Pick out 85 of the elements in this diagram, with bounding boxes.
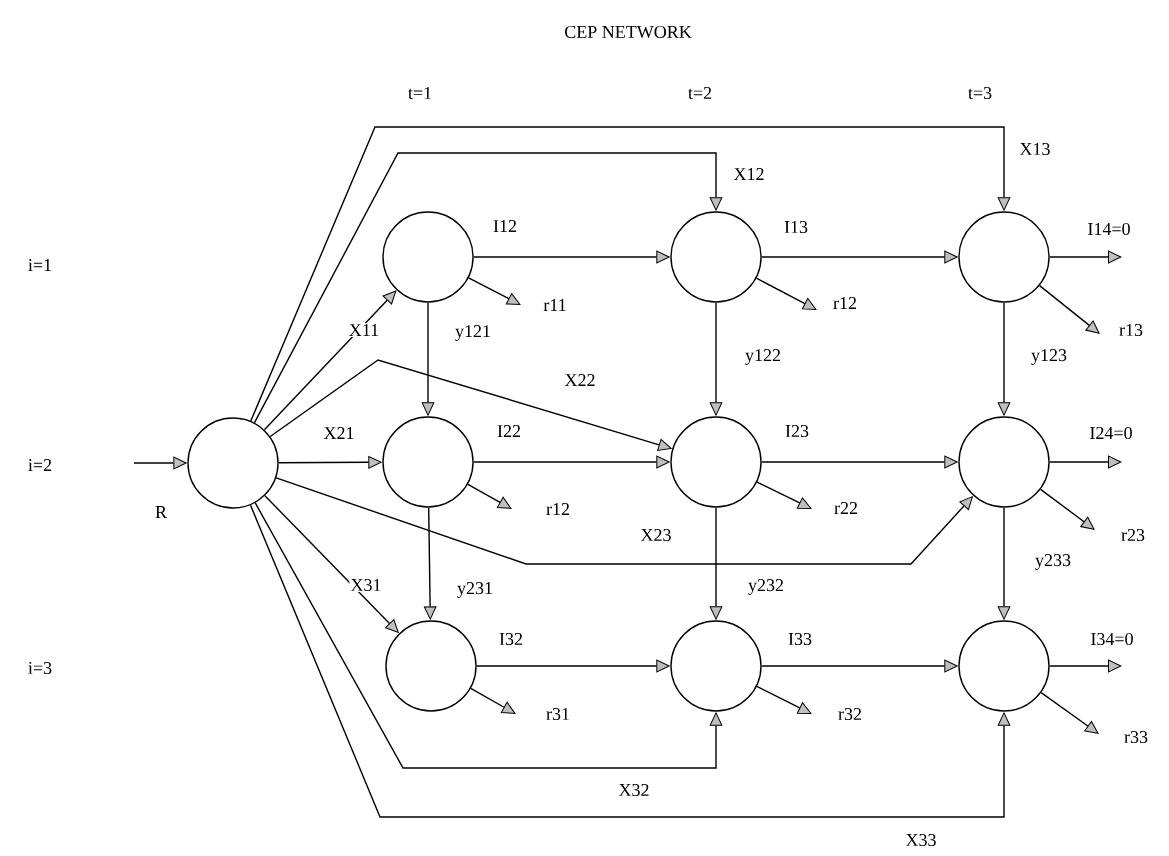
edge-label: X11 xyxy=(347,323,381,337)
edge-label: R xyxy=(154,505,168,519)
edge-label: r12 xyxy=(545,502,571,516)
arrow xyxy=(263,290,397,431)
edge-label: X22 xyxy=(563,373,597,387)
edge-label: X33 xyxy=(904,832,938,848)
edge-label: r22 xyxy=(833,501,859,515)
edge-label: I22 xyxy=(496,424,522,438)
edge-label: X32 xyxy=(617,782,651,798)
arrow xyxy=(467,483,512,509)
circle-node xyxy=(382,211,474,303)
arrow xyxy=(1038,284,1100,334)
circle-node xyxy=(958,620,1050,712)
edge-label: y123 xyxy=(1030,348,1068,366)
circle-node xyxy=(187,417,279,509)
arrow xyxy=(1049,659,1122,673)
edge-label: I14=0 xyxy=(1086,221,1132,237)
edge-label: X23 xyxy=(639,527,673,543)
arrow xyxy=(1049,455,1122,469)
edge-label: r12 xyxy=(832,296,858,310)
arrow xyxy=(761,659,958,673)
axis-label: t=3 xyxy=(968,86,992,100)
arrow xyxy=(1039,488,1095,530)
circle-node xyxy=(385,620,477,712)
edge-label: r32 xyxy=(837,706,863,722)
axis-label: i=2 xyxy=(28,459,52,471)
edge-label: y121 xyxy=(454,324,492,342)
axis-label: i=3 xyxy=(28,661,52,675)
circle-node xyxy=(958,211,1050,303)
edge-label: X21 xyxy=(322,426,356,440)
arrow xyxy=(269,359,672,451)
arrow xyxy=(278,455,382,469)
axis-label: i=1 xyxy=(28,259,51,271)
arrow xyxy=(421,302,435,416)
arrow xyxy=(997,507,1011,620)
circle-node xyxy=(958,416,1050,508)
edge-label: I24=0 xyxy=(1088,425,1134,441)
edge-label: I13 xyxy=(783,219,809,235)
edge-label: y122 xyxy=(744,348,782,366)
arrow xyxy=(470,687,516,714)
circle-node xyxy=(382,416,474,508)
arrow xyxy=(253,152,723,424)
arrow xyxy=(250,126,1011,422)
arrow xyxy=(761,250,958,264)
arrow xyxy=(467,277,521,305)
edge-label: X31 xyxy=(349,577,383,593)
circle-node xyxy=(670,211,762,303)
edge-label: I12 xyxy=(492,219,518,233)
arrow xyxy=(473,455,670,469)
arrow xyxy=(709,302,723,416)
edge-label: r31 xyxy=(545,706,571,722)
arrow xyxy=(275,477,973,565)
edge-label: I34=0 xyxy=(1089,631,1135,647)
edge-label: r13 xyxy=(1118,322,1144,338)
arrow xyxy=(423,507,437,620)
arrow xyxy=(756,685,812,714)
arrow xyxy=(755,277,817,310)
axis-label: t=2 xyxy=(688,86,712,100)
edge-label: y231 xyxy=(456,581,494,599)
arrow xyxy=(473,250,670,264)
edge-label: X13 xyxy=(1018,141,1052,157)
edge-label: r33 xyxy=(1123,729,1149,745)
edge-label: I33 xyxy=(787,631,813,647)
arrow xyxy=(249,504,1011,818)
arrow xyxy=(1040,691,1099,734)
circle-node xyxy=(670,416,762,508)
axis-label: t=1 xyxy=(408,86,431,99)
arrow xyxy=(997,302,1011,416)
edge-label: I32 xyxy=(498,631,524,647)
arrow xyxy=(756,481,812,509)
edge-label: r11 xyxy=(542,298,568,312)
edge-label: y232 xyxy=(747,578,785,596)
arrow xyxy=(709,507,723,620)
edge-label: r23 xyxy=(1120,527,1146,543)
arrow xyxy=(476,659,670,673)
edge-label: I23 xyxy=(784,423,810,439)
arrow xyxy=(254,502,723,769)
arrow xyxy=(761,455,958,469)
arrow xyxy=(1049,250,1122,264)
arrow xyxy=(133,456,187,470)
title: CEP NETWORK xyxy=(565,25,692,39)
circle-node xyxy=(670,620,762,712)
edge-label: X12 xyxy=(732,167,766,181)
arrow xyxy=(264,495,399,633)
edge-label: y233 xyxy=(1034,553,1072,571)
